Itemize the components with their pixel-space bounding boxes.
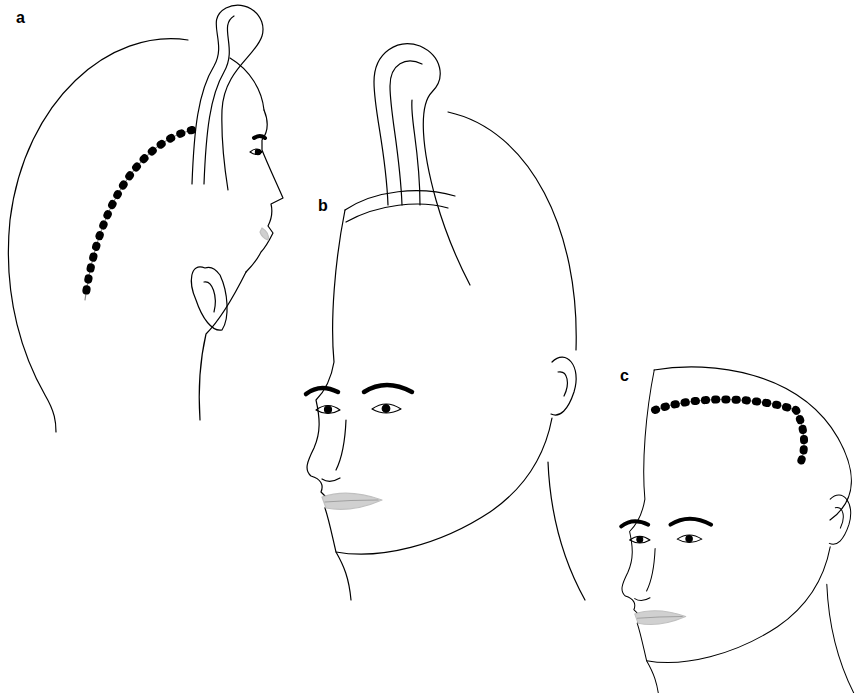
panel-letter: b xyxy=(318,198,328,214)
skull-front xyxy=(230,58,264,110)
face xyxy=(306,210,585,600)
pupil xyxy=(255,149,260,154)
suture-stitches xyxy=(655,399,804,464)
face xyxy=(621,370,858,693)
scalp-flap xyxy=(374,44,470,285)
flap-band xyxy=(346,204,448,222)
lips xyxy=(260,228,268,240)
scalp-flap-edge xyxy=(204,16,234,184)
scalp-flap-edge xyxy=(412,100,420,205)
brow xyxy=(254,136,265,138)
panel-letter: c xyxy=(620,368,629,384)
jaw-line xyxy=(199,272,246,420)
suture-line xyxy=(655,399,804,464)
scalp-flap xyxy=(192,5,263,190)
eye xyxy=(250,149,262,155)
ear-inner xyxy=(204,282,215,312)
ear xyxy=(191,267,227,330)
panel-letter: a xyxy=(16,10,25,26)
skull-outline xyxy=(654,367,851,520)
skull-outline xyxy=(448,112,576,350)
suture-stitches xyxy=(85,130,192,300)
face-profile xyxy=(246,110,283,272)
suture-line xyxy=(85,130,192,300)
scalp-flap-edge xyxy=(390,61,422,205)
